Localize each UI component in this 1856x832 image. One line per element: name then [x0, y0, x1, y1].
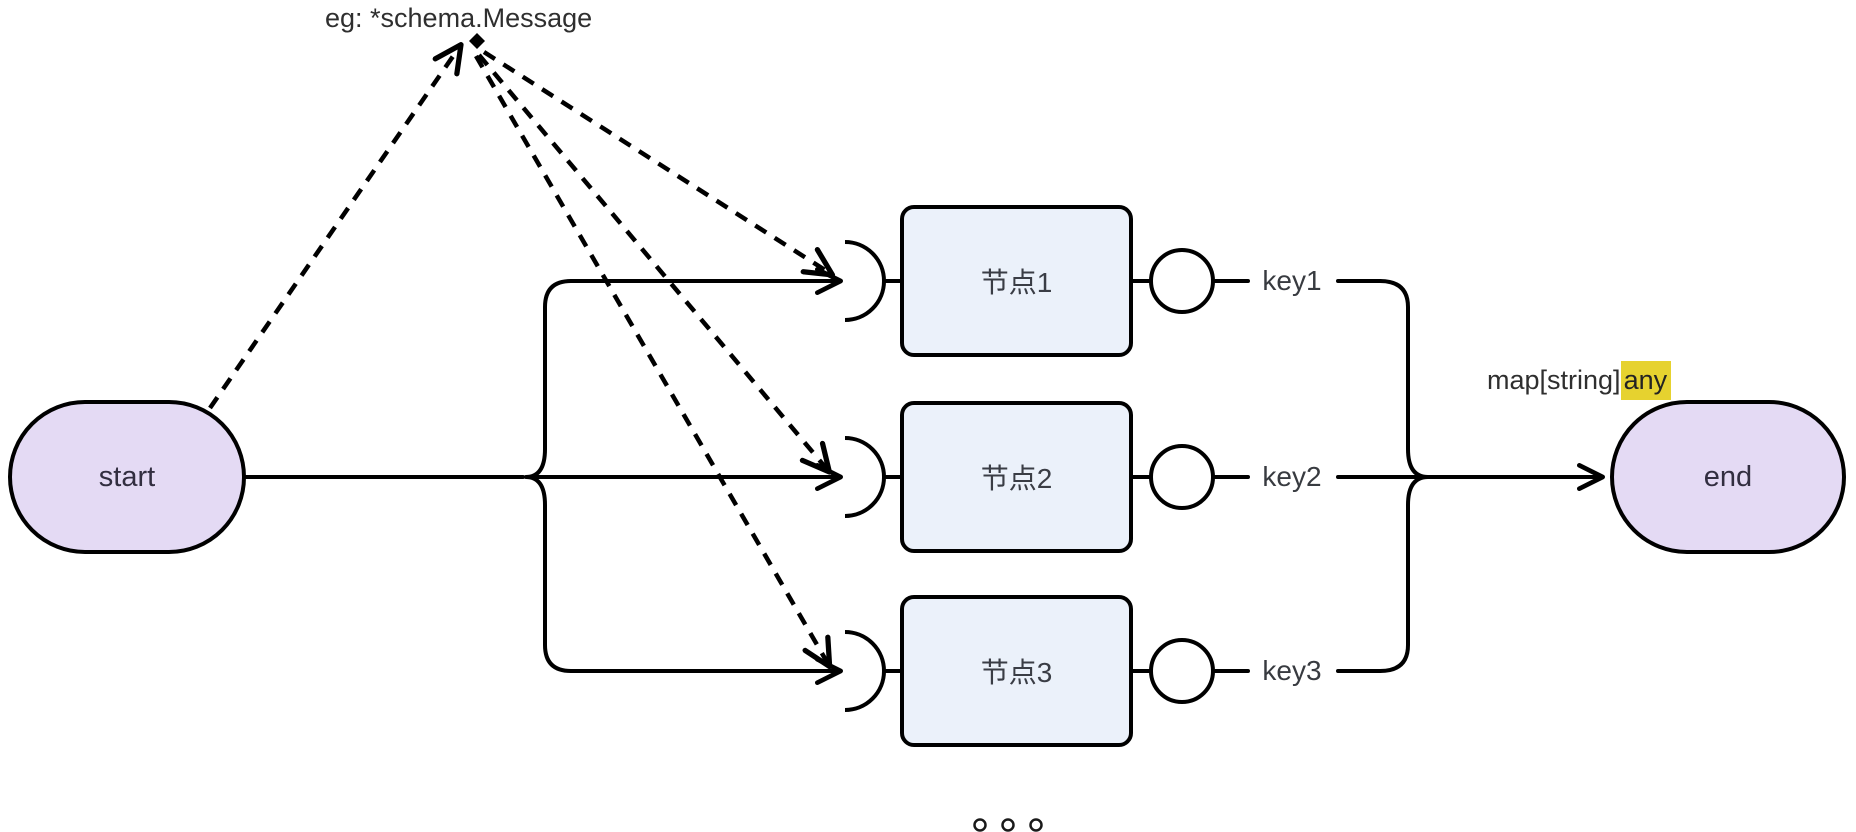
ellipsis-dot — [1029, 818, 1043, 832]
node-1: 节点1 — [900, 205, 1133, 357]
start-node: start — [8, 400, 246, 554]
node3-output-circle — [1149, 638, 1215, 704]
node1-input-port — [844, 240, 886, 322]
merge-type-highlight: any — [1620, 361, 1672, 400]
dashed-arrow-annotation-to-node3-port — [474, 54, 833, 670]
dashed-arrow-start-to-annotation — [208, 42, 464, 410]
node-1-label: 节点1 — [980, 267, 1053, 298]
merge-type-label: map[string]any — [1487, 360, 1672, 401]
annotation-anchor-diamond — [469, 33, 485, 49]
node-3-label: 节点3 — [980, 657, 1053, 688]
ellipsis-dot — [1001, 818, 1015, 832]
key3-label: key3 — [1262, 655, 1322, 686]
node2-output-circle — [1149, 444, 1215, 510]
key2-label: key2 — [1262, 461, 1322, 492]
end-node: end — [1610, 400, 1846, 554]
node2-input-port — [844, 436, 886, 518]
node1-output-circle — [1149, 248, 1215, 314]
end-node-label: end — [1703, 460, 1753, 493]
node-2-label: 节点2 — [980, 463, 1053, 494]
node-2: 节点2 — [900, 401, 1133, 553]
key1-label: key1 — [1262, 265, 1322, 296]
node3-input-port — [844, 630, 886, 712]
merge-type-prefix: map[string] — [1487, 365, 1621, 395]
ellipsis-dot — [973, 818, 987, 832]
start-node-label: start — [98, 460, 156, 493]
node-3: 节点3 — [900, 595, 1133, 747]
annotation-label: eg: *schema.Message — [325, 3, 593, 33]
dashed-arrow-annotation-to-node2-port — [477, 53, 833, 475]
